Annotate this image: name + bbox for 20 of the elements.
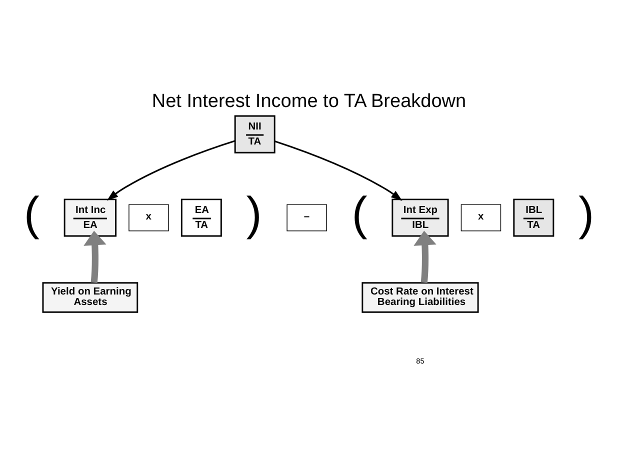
node-box: IBL TA [513,198,554,236]
label: 85 [416,356,424,366]
node-box: EA TA [180,198,222,236]
node-box: Yield on Earning Assets [42,282,138,312]
node-box: x [128,204,169,231]
node-box: NII TA [234,114,276,153]
arrow [414,230,436,282]
arrow [274,140,402,200]
label: ( [24,187,40,240]
node-box: – [286,204,327,231]
label: ( [352,187,368,240]
label: ) [578,187,594,240]
node-box: Int Inc EA [64,198,117,236]
diagram-title: Net Interest Income to TA Breakdown [152,90,466,112]
label: ) [246,187,262,240]
arrow [106,140,236,200]
node-box: Cost Rate on Interest Bearing Liabilities [362,282,479,312]
node-box: Int Exp IBL [392,198,449,236]
arrow [84,230,106,282]
node-box: x [460,204,502,231]
